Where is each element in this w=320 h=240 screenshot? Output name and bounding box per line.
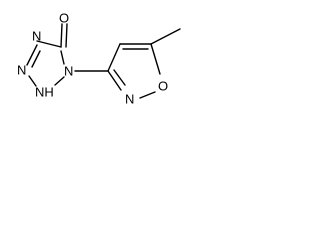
bond-n3-n4-a	[26, 44, 38, 66]
atom-tetrazole-n1: N	[64, 64, 73, 79]
bond-n4-c5	[36, 40, 62, 48]
atom-isoxazole-nitrogen: N	[125, 92, 134, 107]
bond-c3-c4	[107, 43, 121, 72]
atom-tetrazole-nh: NH	[35, 85, 54, 100]
isoxazole-ring	[107, 28, 181, 99]
bond-carbonyl-a	[60, 23, 63, 48]
bond-n-c3-a	[107, 70, 122, 91]
bond-n1-nh	[54, 76, 65, 86]
bond-n-c3-b	[113, 69, 126, 86]
bond-carbonyl-b	[65, 23, 68, 48]
atom-tetrazole-n4: N	[32, 29, 41, 44]
bond-c5-methyl	[150, 28, 181, 45]
atom-tetrazole-n3: N	[17, 63, 26, 78]
tetrazolone-ring	[26, 23, 68, 87]
bond-o-n	[139, 91, 156, 99]
bond-c5-o	[150, 43, 161, 75]
atom-isoxazole-oxygen: O	[158, 79, 168, 94]
atom-carbonyl-oxygen: O	[59, 11, 69, 26]
chemical-structure: O N N N NH N O	[17, 11, 181, 107]
bond-c5-n1	[60, 50, 65, 65]
bond-nh-n3	[28, 75, 37, 87]
bond-n3-n4-b	[31, 50, 41, 68]
